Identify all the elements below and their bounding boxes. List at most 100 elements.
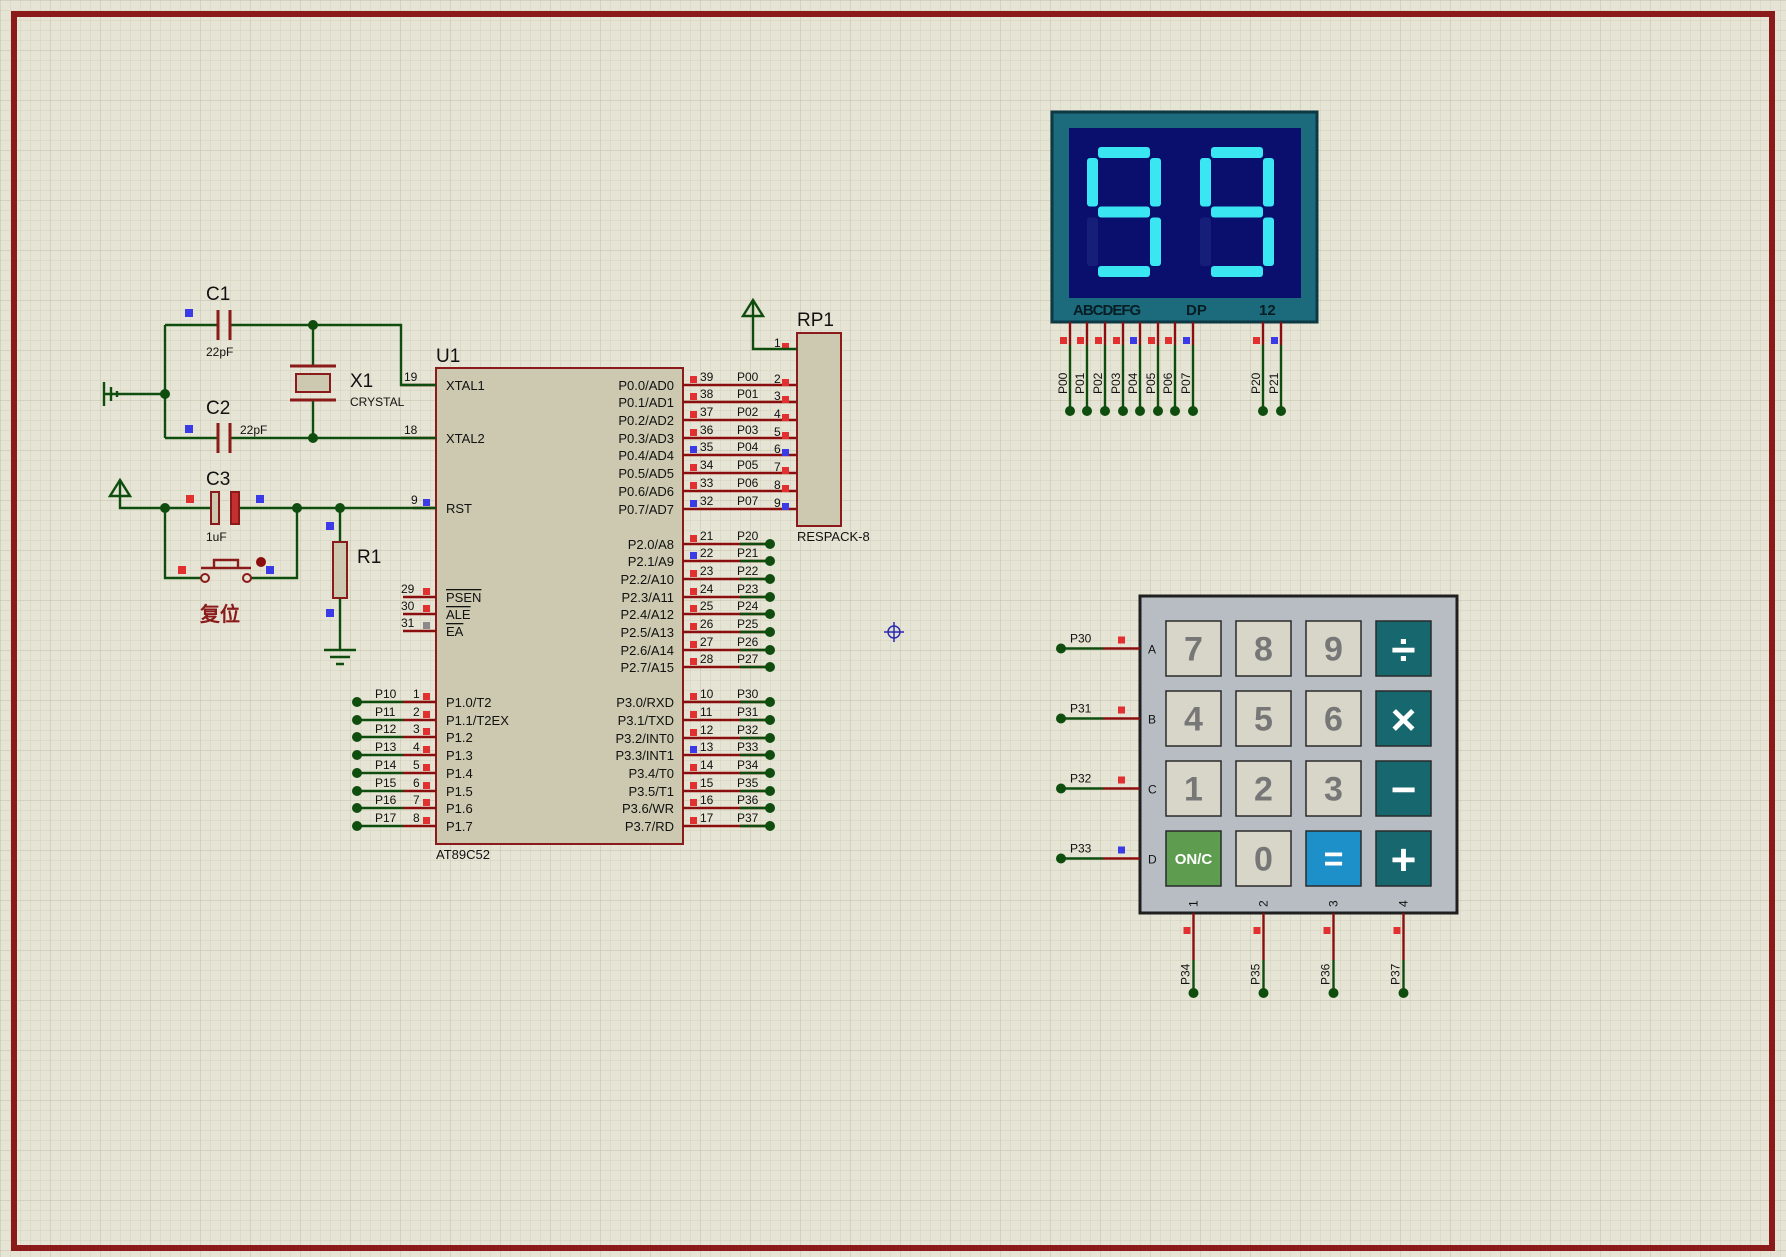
u1-pin-number: 34 xyxy=(700,458,714,472)
u1-pin-name: P2.3/A11 xyxy=(621,590,674,605)
x1-part: CRYSTAL xyxy=(350,395,405,409)
key-×[interactable]: × xyxy=(1375,690,1432,747)
key-÷[interactable]: ÷ xyxy=(1375,620,1432,677)
key-3[interactable]: 3 xyxy=(1305,760,1362,817)
rp1-ref: RP1 xyxy=(797,310,834,331)
u1-net-label: P13 xyxy=(375,740,397,754)
rp1-pin-number: 4 xyxy=(774,407,781,421)
key-label: = xyxy=(1324,841,1344,879)
u1-pin-number: 1 xyxy=(413,687,420,701)
u1-pin-name: P2.5/A13 xyxy=(621,625,675,640)
reset-circuit[interactable]: C3 1uF 复位 R1 xyxy=(107,469,436,666)
u1-pin-number: 9 xyxy=(411,493,418,507)
u1-net-label: P10 xyxy=(375,687,397,701)
segment-f xyxy=(1087,158,1098,207)
u1-microcontroller[interactable]: U1 AT89C52 XTAL119XTAL218RST9PSEN29ALE30… xyxy=(352,346,797,862)
u1-pin-name: P3.3/INT1 xyxy=(615,748,674,763)
key-label: 9 xyxy=(1324,631,1343,669)
key-2[interactable]: 2 xyxy=(1235,760,1292,817)
u1-net-label: P33 xyxy=(737,740,759,754)
u1-pin-number: 10 xyxy=(700,687,714,701)
u1-pin-number: 26 xyxy=(700,617,714,631)
segment-g xyxy=(1098,206,1150,218)
u1-pin-name: P2.4/A12 xyxy=(621,607,675,622)
u1-pin-name: P3.6/WR xyxy=(622,801,674,816)
rp1-pin-number: 1 xyxy=(774,336,781,350)
key-6[interactable]: 6 xyxy=(1305,690,1362,747)
key-on-c[interactable]: ON/C xyxy=(1165,830,1222,887)
display-segment-label: ABCDEFG xyxy=(1073,302,1140,319)
key-4[interactable]: 4 xyxy=(1165,690,1222,747)
key-0[interactable]: 0 xyxy=(1235,830,1292,887)
display-net-label: P05 xyxy=(1144,372,1158,394)
u1-net-label: P01 xyxy=(737,387,759,401)
key-label: 4 xyxy=(1184,701,1203,739)
key-label: 3 xyxy=(1324,771,1343,809)
u1-pin-name: P0.7/AD7 xyxy=(618,502,674,517)
u1-net-label: P11 xyxy=(375,705,396,719)
u1-pin-name: P1.7 xyxy=(446,819,473,834)
u1-pin-name: XTAL2 xyxy=(446,431,485,446)
u1-net-label: P00 xyxy=(737,370,759,384)
key-label: − xyxy=(1391,765,1417,814)
key-7[interactable]: 7 xyxy=(1165,620,1222,677)
key-label: 5 xyxy=(1254,701,1273,739)
c2-value: 22pF xyxy=(240,423,267,437)
key-+[interactable]: + xyxy=(1375,830,1432,887)
reset-button-icon[interactable] xyxy=(200,557,266,583)
c2-ref: C2 xyxy=(206,398,230,419)
u1-pin-number: 5 xyxy=(413,758,420,772)
rp1-pin-number: 5 xyxy=(774,425,781,439)
key-−[interactable]: − xyxy=(1375,760,1432,817)
u1-net-label: P23 xyxy=(737,582,759,596)
u1-net-label: P30 xyxy=(737,687,759,701)
rp1-pin-number: 6 xyxy=(774,442,781,456)
u1-pin-number: 4 xyxy=(413,740,420,754)
power-arrow-icon xyxy=(740,297,766,318)
rp1-pin-number: 2 xyxy=(774,372,781,386)
u1-pin-number: 7 xyxy=(413,793,420,807)
u1-pin-name: P3.4/T0 xyxy=(628,766,674,781)
u1-net-label: P32 xyxy=(737,723,759,737)
oscillator-circuit[interactable]: C1 22pF C2 22pF X1 CRYSTAL xyxy=(102,284,436,453)
u1-net-label: P24 xyxy=(737,599,759,613)
u1-net-label: P27 xyxy=(737,652,759,666)
u1-pin-number: 12 xyxy=(700,723,714,737)
keypad-row-label: A xyxy=(1148,643,1156,657)
u1-net-label: P02 xyxy=(737,405,759,419)
crystal-x1-icon xyxy=(290,364,336,402)
key-9[interactable]: 9 xyxy=(1305,620,1362,677)
u1-net-label: P20 xyxy=(737,529,759,543)
rp1-part: RESPACK-8 xyxy=(797,529,870,544)
u1-net-label: P36 xyxy=(737,793,759,807)
u1-pin-number: 24 xyxy=(700,582,714,596)
display-digit-label: 12 xyxy=(1259,302,1276,319)
display-net-label: P06 xyxy=(1161,372,1175,394)
u1-pin-number: 17 xyxy=(700,811,714,825)
u1-net-label: P04 xyxy=(737,440,759,454)
r1-ref: R1 xyxy=(357,547,381,568)
u1-pin-name: P3.2/INT0 xyxy=(615,731,674,746)
keypad-col-net: P35 xyxy=(1249,963,1263,985)
keypad-col-label: 1 xyxy=(1187,900,1201,907)
key-label: 7 xyxy=(1184,631,1203,669)
power-arrow-icon xyxy=(107,477,133,498)
key-1[interactable]: 1 xyxy=(1165,760,1222,817)
u1-pin-number: 14 xyxy=(700,758,714,772)
capacitor-c3-icon xyxy=(210,491,240,525)
reset-button-label: 复位 xyxy=(199,602,240,626)
key-8[interactable]: 8 xyxy=(1235,620,1292,677)
u1-net-label: P17 xyxy=(375,811,397,825)
key-=[interactable]: = xyxy=(1305,830,1362,887)
key-5[interactable]: 5 xyxy=(1235,690,1292,747)
rp1-pin-number: 7 xyxy=(774,460,781,474)
display-net-label: P03 xyxy=(1109,372,1123,394)
key-label: 6 xyxy=(1324,701,1343,739)
